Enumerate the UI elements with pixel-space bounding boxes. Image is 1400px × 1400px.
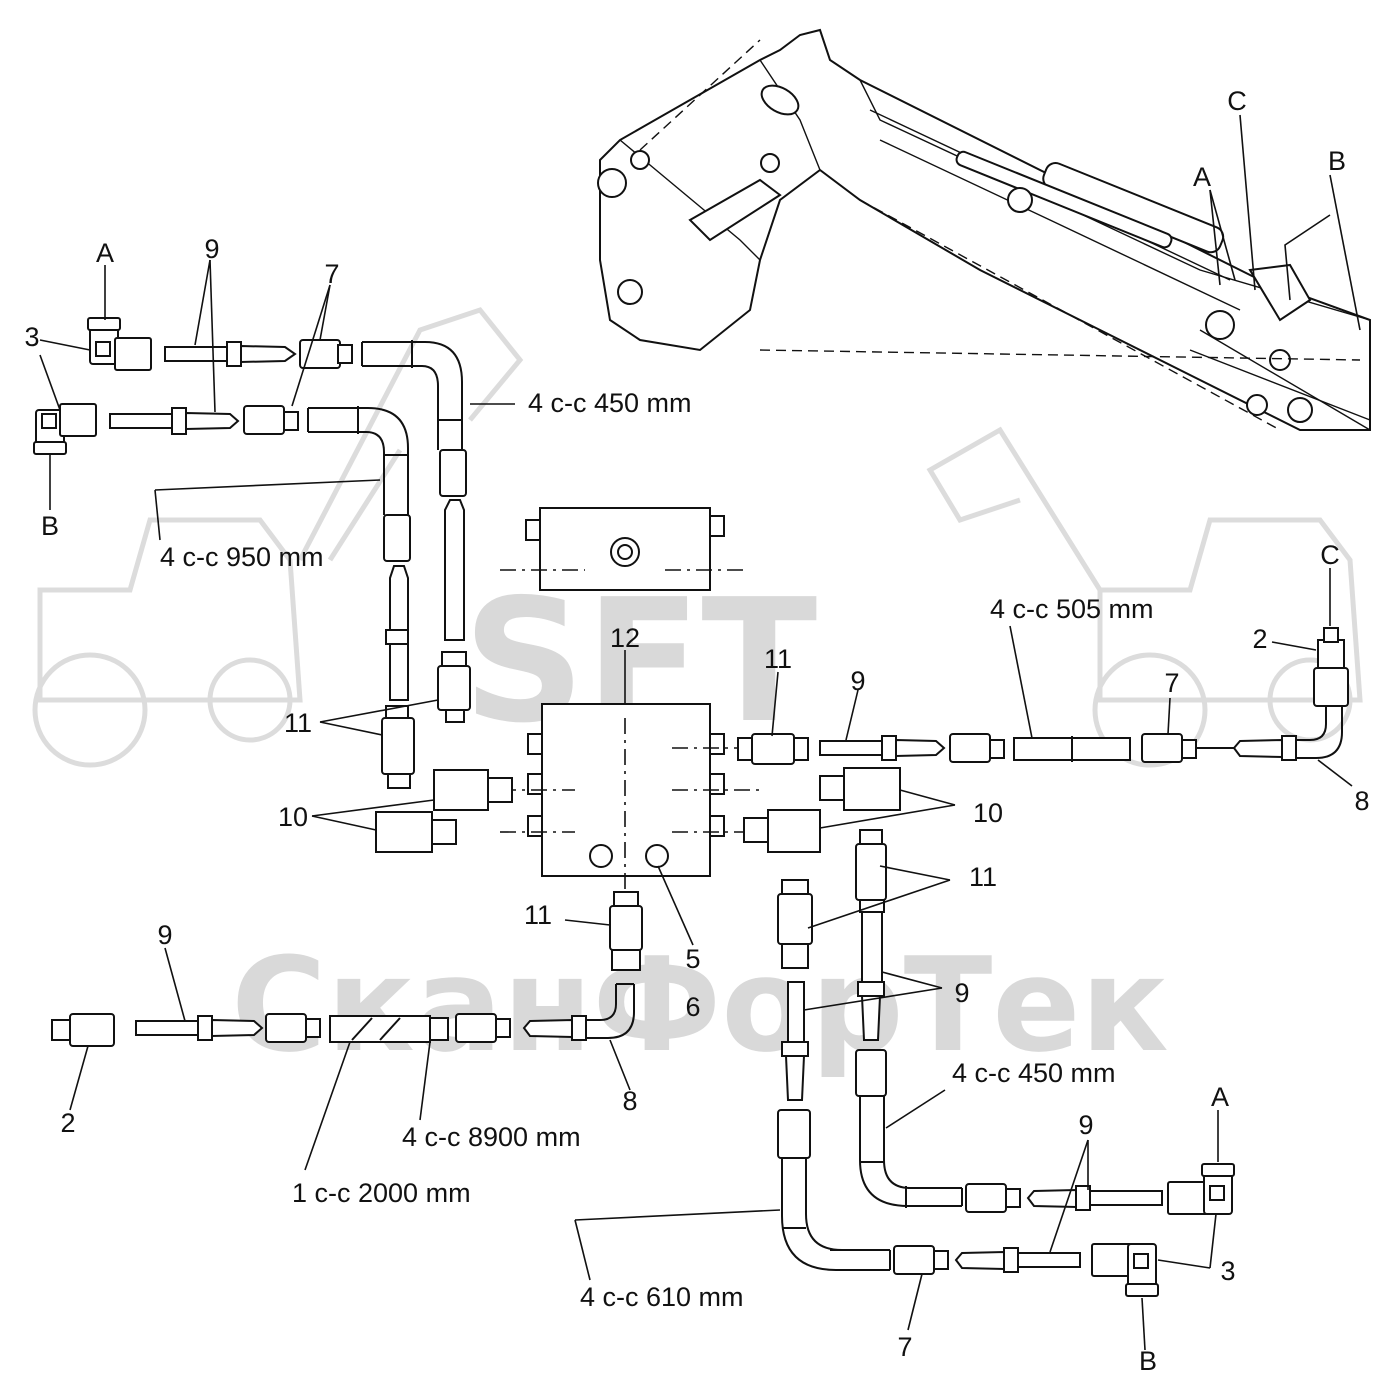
callout-9-tl: 9 bbox=[204, 234, 219, 264]
callout-3-tl: 3 bbox=[24, 322, 39, 352]
callout-hose-450-br: 4 c-c 450 mm bbox=[952, 1058, 1116, 1088]
callout-top-B: B bbox=[1328, 146, 1346, 176]
callout-B-br: B bbox=[1139, 1346, 1157, 1376]
callout-11-left: 11 bbox=[284, 708, 312, 738]
boom-illustration: C A B bbox=[597, 28, 1371, 431]
callout-9-right: 9 bbox=[850, 666, 865, 696]
callout-10-left: 10 bbox=[278, 802, 308, 832]
callout-5: 5 bbox=[685, 944, 700, 974]
callout-2-bl: 2 bbox=[60, 1108, 75, 1138]
callout-12: 12 bbox=[610, 623, 640, 653]
callout-A-tl: A bbox=[96, 238, 114, 268]
right-hose-assembly: C 2 7 8 9 4 c-c 505 mm bbox=[819, 540, 1370, 816]
callout-6: 6 bbox=[685, 992, 700, 1022]
callout-3-br: 3 bbox=[1220, 1256, 1235, 1286]
callout-hose-450-tl: 4 c-c 450 mm bbox=[528, 388, 692, 418]
callout-C-right: C bbox=[1320, 540, 1340, 570]
callout-7-tl: 7 bbox=[324, 259, 339, 289]
callout-2-right: 2 bbox=[1252, 624, 1267, 654]
callout-11-valve: 11 bbox=[764, 644, 792, 674]
callout-hose-8900: 4 c-c 8900 mm bbox=[402, 1122, 581, 1152]
callout-hose-505: 4 c-c 505 mm bbox=[990, 594, 1154, 624]
callout-hose-950: 4 c-c 950 mm bbox=[160, 542, 324, 572]
watermark: SFT СканФорТек bbox=[32, 307, 1363, 1081]
callout-7-right: 7 bbox=[1164, 668, 1179, 698]
callout-9-br: 9 bbox=[954, 978, 969, 1008]
callout-hose-610: 4 c-c 610 mm bbox=[580, 1282, 744, 1312]
watermark-tractor-left bbox=[32, 307, 524, 768]
callout-hose-2000: 1 c-c 2000 mm bbox=[292, 1178, 471, 1208]
bottom-left-hose-assembly: 9 2 8 4 c-c 8900 mm 1 c-c 2000 mm bbox=[51, 920, 638, 1208]
callout-9-bl: 9 bbox=[157, 920, 172, 950]
callout-A-br: A bbox=[1211, 1082, 1229, 1112]
callout-10-right: 10 bbox=[973, 798, 1003, 828]
callout-8-right: 8 bbox=[1354, 786, 1369, 816]
valve-block-12: 12 bbox=[500, 623, 765, 892]
hose-nut-lower bbox=[243, 405, 285, 435]
callout-11-bottom: 11 bbox=[524, 900, 552, 930]
callout-B-tl: B bbox=[41, 511, 59, 541]
watermark-company: СканФорТек bbox=[231, 929, 1169, 1081]
auxiliary-valve-block bbox=[500, 507, 748, 591]
callout-top-A: A bbox=[1193, 162, 1211, 192]
callout-9-br2: 9 bbox=[1078, 1110, 1093, 1140]
callout-top-C: C bbox=[1227, 86, 1247, 116]
top-left-hose-assembly: A 9 7 3 B 4 c-c 450 mm 4 c-c 950 mm bbox=[24, 234, 692, 701]
callout-8-bl: 8 bbox=[622, 1086, 637, 1116]
watermark-tractor-right bbox=[926, 426, 1363, 768]
bottom-right-hose-assembly: 9 4 c-c 450 mm 9 A 3 4 c-c 610 mm 7 B bbox=[574, 911, 1236, 1376]
check-valves-and-tees: 11 11 10 10 11 bbox=[278, 644, 1003, 1022]
callout-7-br: 7 bbox=[897, 1332, 912, 1362]
callout-11-right: 11 bbox=[969, 862, 997, 892]
